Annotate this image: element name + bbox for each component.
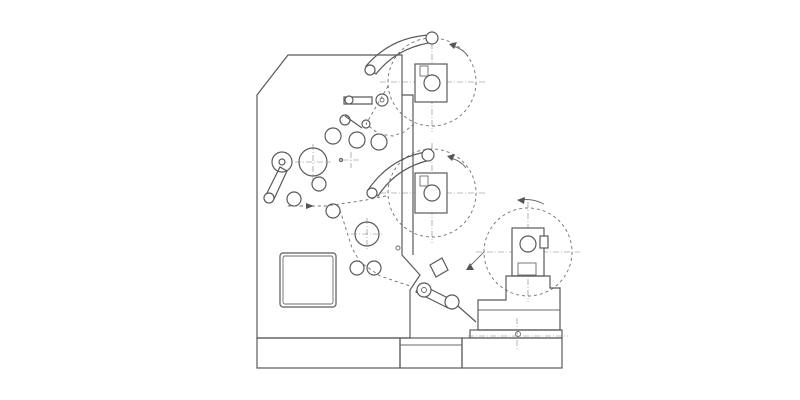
web-path-lower: [339, 209, 411, 287]
guide-roller-3: [370, 133, 388, 151]
winder-base-marker: [515, 331, 521, 337]
upper-roll-clamp: [419, 65, 429, 77]
main-frame: [256, 54, 421, 339]
knife-holder: [429, 257, 449, 278]
guide-roller-2: [348, 131, 366, 149]
base-center-block: [399, 337, 463, 369]
transfer-web-line: [469, 251, 485, 267]
guide-roller-7: [349, 260, 365, 276]
tension-link-roller: [375, 93, 389, 107]
frame-window: [279, 252, 337, 308]
upper-arm-end: [364, 64, 376, 76]
transfer-direction-arrow-icon: [466, 263, 474, 270]
idler-link: [344, 115, 363, 129]
guide-roller-4: [311, 176, 327, 192]
base-right-block: [461, 337, 563, 369]
upper-arm-pivot: [425, 31, 439, 45]
nip-roller-hub: [278, 158, 286, 166]
frame-side-panel: [402, 94, 414, 255]
winder-chuck-block: [517, 262, 537, 276]
base-plinth: [256, 337, 401, 369]
middle-arm-end: [366, 187, 378, 199]
frame-window-inner: [282, 255, 334, 305]
web-direction-arrow-icon: [306, 203, 314, 209]
winder-pedestal: [477, 275, 561, 331]
transfer-arm-pivot: [416, 282, 432, 298]
upper-roll-hub: [423, 74, 441, 92]
winder-hub: [519, 235, 537, 253]
winder-rotation-arrow-icon: [517, 197, 525, 204]
winder-clamp: [539, 235, 549, 249]
guide-marker: [395, 245, 401, 251]
guide-roller-6: [325, 203, 341, 219]
dancer-arm-end: [263, 192, 275, 204]
winder-base-plate: [469, 329, 563, 339]
guide-roller-8: [366, 260, 382, 276]
transfer-arm-link: [457, 305, 477, 323]
web-path-middle: [285, 195, 387, 207]
middle-roll-hub: [423, 184, 441, 202]
guide-roller-1: [324, 127, 342, 145]
upper-tension-link: [343, 96, 373, 105]
middle-rotation-arrow-icon: [447, 154, 455, 161]
middle-arm-pivot: [421, 148, 435, 162]
middle-roll-clamp: [419, 175, 429, 187]
tension-link-roller-hub: [379, 97, 385, 103]
upper-rotation-arrow-icon: [449, 42, 457, 49]
guide-roller-5: [286, 191, 302, 207]
transfer-arm-roller: [444, 294, 460, 310]
tension-link-pin-1: [344, 95, 354, 105]
web-path-upper: [365, 85, 415, 137]
transfer-arm-pivot-hub: [421, 287, 427, 293]
